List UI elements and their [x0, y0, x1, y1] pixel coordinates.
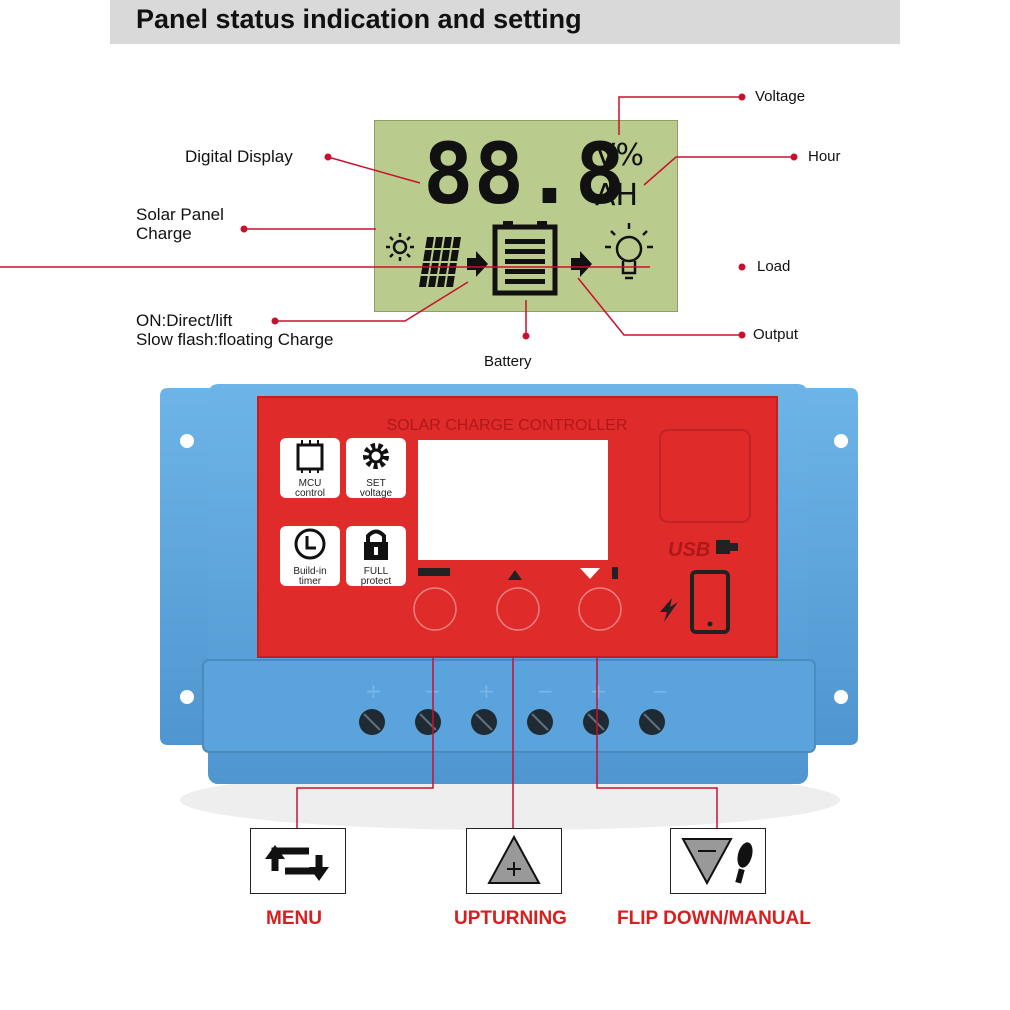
- lcd-graphics: 88.8 V% AH: [386, 125, 653, 296]
- terminal-block: [202, 659, 816, 753]
- menu-key[interactable]: [413, 587, 457, 631]
- timer-line1: Build-in: [293, 566, 327, 577]
- clock-icon: [294, 528, 326, 560]
- terminal-screws: [359, 709, 665, 735]
- lcd-unit-hour: AH: [595, 178, 638, 213]
- mount-hole: [180, 434, 194, 448]
- set-voltage-badge: SET voltage: [346, 438, 406, 499]
- mcu-line2: control: [294, 488, 325, 499]
- terminal-symbols: +− +− +−: [365, 679, 669, 703]
- protect-badge: FULL protect: [346, 526, 406, 587]
- usb-label: USB: [668, 539, 710, 561]
- lightning-icon: [660, 598, 678, 622]
- key-hint-down-icon: [580, 567, 618, 579]
- lcd-unit-voltage: V%: [595, 138, 644, 173]
- label-battery: Battery: [484, 353, 532, 370]
- down-triangle-bulb-icon: [681, 838, 753, 886]
- protect-line2: protect: [360, 576, 392, 587]
- label-on-direct-line2: Slow flash:floating Charge: [136, 330, 334, 349]
- label-solar-panel-line1: Solar Panel: [136, 205, 224, 224]
- header-bar: Panel status indication and setting: [110, 0, 900, 44]
- label-load: Load: [757, 258, 791, 275]
- label-digital-display: Digital Display: [185, 147, 293, 166]
- lcd-digits: 88.8: [423, 125, 625, 223]
- gear-icon: [363, 443, 389, 469]
- up-triangle-icon: [487, 834, 541, 884]
- solar-panel-icon: [419, 236, 461, 288]
- mcu-line1: MCU: [298, 478, 322, 489]
- up-key[interactable]: [496, 587, 540, 631]
- protect-line1: FULL: [363, 566, 389, 577]
- set-line1: SET: [366, 478, 386, 489]
- cycle-arrows-icon: [265, 845, 329, 881]
- panel-title: SOLAR CHARGE CONTROLLER: [387, 417, 628, 434]
- display-window: [418, 440, 608, 560]
- mcu-control-badge: MCU control: [280, 438, 340, 499]
- timer-badge: Build-in timer: [280, 526, 340, 587]
- set-line2: voltage: [359, 488, 393, 499]
- label-on-direct-line1: ON:Direct/lift: [136, 311, 233, 330]
- phone-icon: [690, 570, 730, 634]
- mount-tab-left: [160, 388, 218, 745]
- label-voltage: Voltage: [755, 88, 806, 105]
- key-hint-up-icon: [508, 570, 522, 580]
- key-hint-menu-icon: [418, 568, 450, 576]
- svg-text:−: −: [652, 679, 669, 703]
- svg-text:+: +: [478, 679, 495, 703]
- usb-port-area: [659, 429, 751, 523]
- label-hour: Hour: [808, 148, 841, 165]
- battery-icon: [492, 221, 558, 296]
- svg-text:−: −: [537, 679, 554, 703]
- down-key-symbol: [670, 828, 766, 894]
- mount-hole: [180, 690, 194, 704]
- chip-icon: [296, 440, 324, 473]
- page-title: Panel status indication and setting: [136, 4, 582, 34]
- mount-tab-right: [800, 388, 858, 745]
- label-output: Output: [753, 326, 799, 343]
- charge-arrow-icon: [467, 251, 488, 277]
- usb-plug-icon: [716, 540, 738, 554]
- label-solar-panel-line2: Charge: [136, 224, 192, 243]
- svg-text:+: +: [365, 679, 382, 703]
- lock-icon: [364, 529, 388, 560]
- svg-text:+: +: [590, 679, 607, 703]
- upturning-label: UPTURNING: [454, 908, 567, 929]
- mount-hole: [834, 434, 848, 448]
- down-key[interactable]: [578, 587, 622, 631]
- menu-label: MENU: [266, 908, 322, 929]
- timer-line2: timer: [298, 576, 322, 587]
- up-key-symbol: [466, 828, 562, 894]
- output-arrow-icon: [571, 251, 592, 277]
- sun-icon: [386, 233, 414, 261]
- flip-down-label: FLIP DOWN/MANUAL: [617, 908, 811, 929]
- menu-key-symbol: [250, 828, 346, 894]
- mount-hole: [834, 690, 848, 704]
